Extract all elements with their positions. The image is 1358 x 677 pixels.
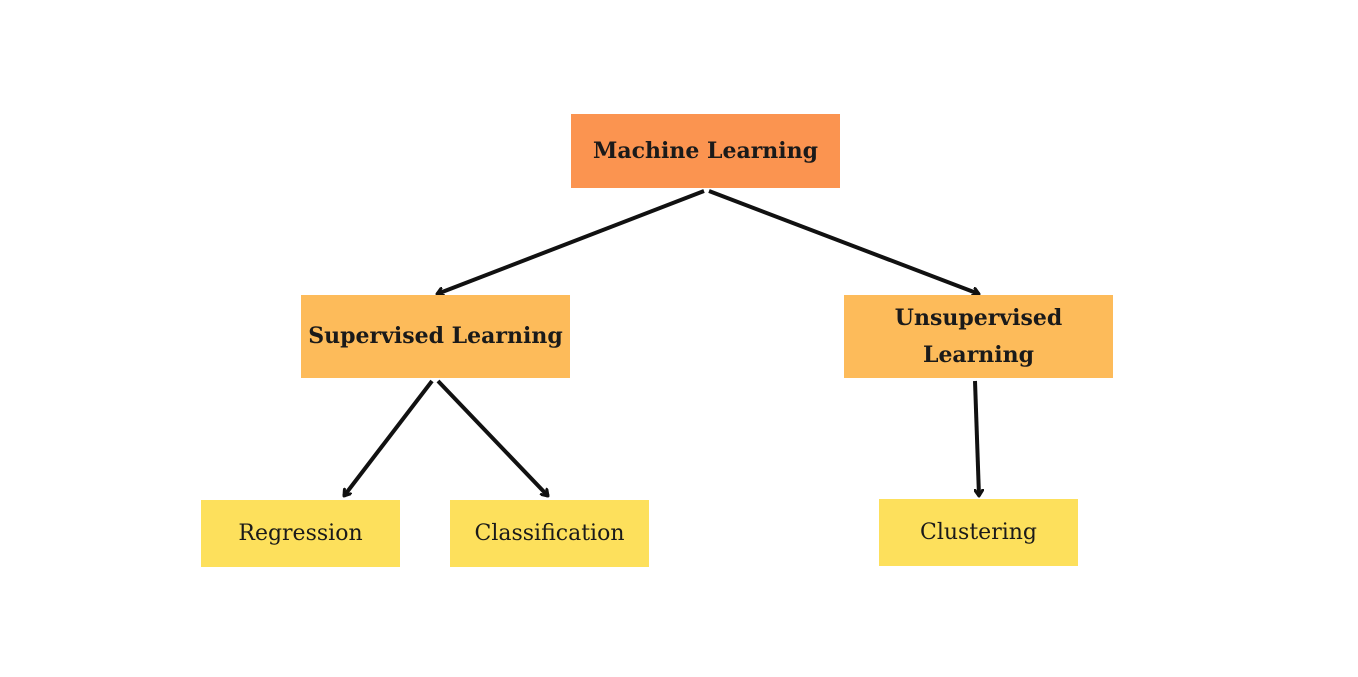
edge-unsupervised-to-clustering [973,380,979,496]
node-clustering: Clustering [879,499,1078,566]
edge-ml-to-unsupervised [708,189,979,294]
edge-ml-to-supervised [437,189,705,294]
edge-supervised-to-classification [436,379,548,496]
node-supervised-learning: Supervised Learning [301,295,570,378]
node-classification: Classification [450,500,649,567]
node-regression: Regression [201,500,400,567]
node-unsupervised-learning: Unsupervised Learning [844,295,1113,378]
edge-supervised-to-regression [342,379,434,496]
node-machine-learning: Machine Learning [571,114,840,188]
